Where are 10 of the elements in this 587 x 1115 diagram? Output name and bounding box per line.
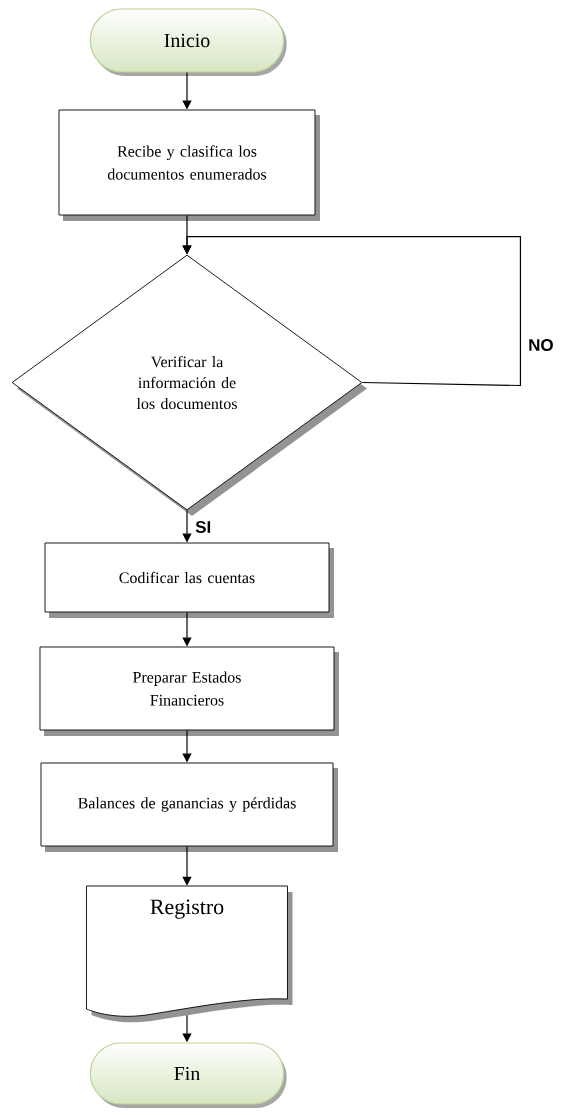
terminator: Inicio bbox=[89, 8, 287, 76]
process-box: Preparar Estados Financieros bbox=[39, 646, 339, 736]
terminator: Fin bbox=[89, 1042, 287, 1108]
process-box: Balances de ganancias y pérdidas bbox=[40, 762, 338, 852]
arrow bbox=[182, 845, 192, 886]
process-box: Recibe y clasifica los documentos enumerados bbox=[58, 109, 320, 221]
edge-label: NO bbox=[527, 338, 555, 352]
process-box: Codificar las cuentas bbox=[44, 542, 334, 618]
edge-label: SI bbox=[194, 520, 213, 534]
arrow bbox=[182, 235, 522, 387]
